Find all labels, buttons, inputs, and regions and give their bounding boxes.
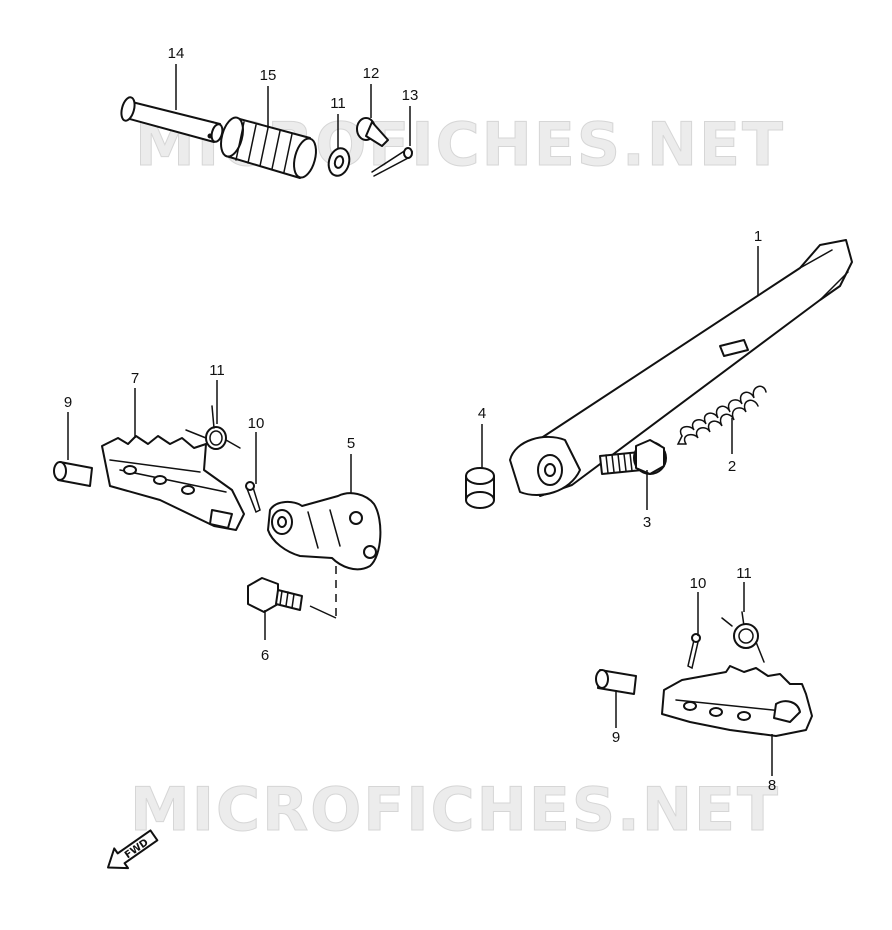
fwd-arrow-icon xyxy=(107,829,159,870)
callout-11-left: 11 xyxy=(209,362,225,379)
side-stand-1-part xyxy=(509,239,853,497)
leader-lines xyxy=(67,64,773,776)
callout-13: 15 xyxy=(260,67,277,84)
callout-4: 4 xyxy=(478,405,486,422)
callout-9-right: 9 xyxy=(612,729,620,746)
spring-11-left-part xyxy=(185,405,241,450)
pin-12-part xyxy=(120,96,224,143)
callout-7: 7 xyxy=(131,370,139,387)
footrest-7-part xyxy=(101,435,245,531)
cotter-pin-10-right-part xyxy=(687,633,701,670)
spring-11-right-part xyxy=(721,611,765,663)
cotter-pin-10-left-part xyxy=(245,481,261,514)
watermark-bottom: MICROFICHES.NET xyxy=(130,775,780,845)
pin-15-part xyxy=(356,117,389,147)
washer-14-part xyxy=(327,147,351,177)
callout-8: 8 xyxy=(768,777,776,794)
callout-1: 1 xyxy=(754,228,762,245)
cotter-pin-16-part xyxy=(371,147,414,177)
pin-9-right-part xyxy=(595,669,637,695)
callout-16: 13 xyxy=(402,87,419,104)
callout-10-left: 10 xyxy=(248,415,265,432)
callout-2: 2 xyxy=(728,458,736,475)
spring-2-part xyxy=(676,385,767,445)
callout-9-left: 9 xyxy=(64,394,72,411)
footrest-8-part xyxy=(661,665,813,737)
footrest-rubber-13-part xyxy=(220,116,317,179)
callout-11-right: 11 xyxy=(736,565,752,582)
bracket-5-part xyxy=(267,492,382,571)
callout-5: 5 xyxy=(347,435,355,452)
pin-9-left-part xyxy=(53,461,93,487)
bolt-3-part xyxy=(599,439,667,475)
callout-6: 6 xyxy=(261,647,269,664)
callout-12: 14 xyxy=(168,45,185,62)
bolt-6-part xyxy=(247,577,303,613)
callout-15: 12 xyxy=(363,65,380,82)
callouts: 14 15 11 12 13 1 2 3 4 5 6 7 8 9 9 10 10… xyxy=(64,45,776,794)
callout-14: 11 xyxy=(330,95,346,112)
callout-10-right: 10 xyxy=(690,575,707,592)
collar-4-part xyxy=(465,467,495,509)
callout-3: 3 xyxy=(643,514,651,531)
